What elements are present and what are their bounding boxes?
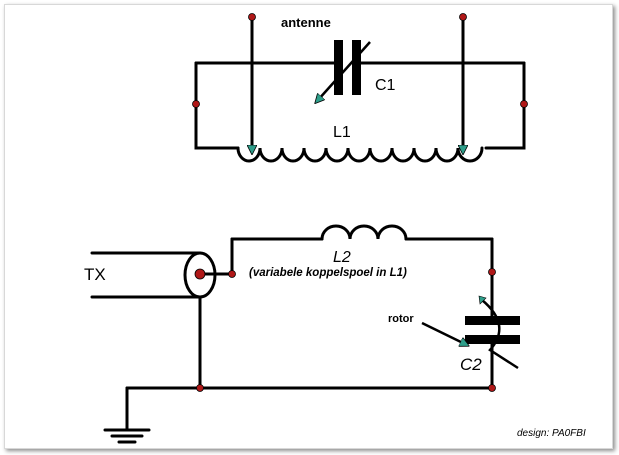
c2-variable-tip — [478, 295, 487, 305]
l2-note-label: (variabele koppelspoel in L1) — [249, 267, 407, 279]
c2-variable-stroke — [481, 299, 519, 370]
antenna-taps — [252, 17, 463, 150]
diagram-frame — [4, 4, 613, 449]
c1-variable-arrow — [318, 41, 371, 100]
l1-label: L1 — [333, 124, 351, 141]
design-credit: design: PA0FBI — [517, 428, 586, 439]
c2-plate-bottom — [465, 335, 520, 344]
tx-label: TX — [84, 265, 106, 284]
node-dot — [228, 270, 236, 278]
c2-plate-top — [465, 316, 520, 325]
c1-plate-right — [352, 40, 361, 95]
node-dot — [459, 13, 467, 21]
l1-coil — [236, 146, 484, 163]
node-dot — [196, 384, 204, 392]
coupling-circuit — [90, 224, 494, 432]
node-dot — [520, 100, 528, 108]
ground-symbol — [103, 428, 151, 444]
tank-right-wire — [484, 61, 526, 150]
coax-center-dot — [194, 268, 206, 280]
node-dot — [488, 384, 496, 392]
tank-left-wire — [194, 61, 240, 150]
rotor-label: rotor — [388, 313, 414, 325]
c2-capacitor — [421, 295, 520, 370]
antenna-tank-circuit — [194, 61, 526, 163]
l2-coil — [320, 224, 408, 241]
node-dot — [248, 13, 256, 21]
node-dot — [192, 100, 200, 108]
c1-label: C1 — [375, 77, 396, 94]
node-dot — [488, 268, 496, 276]
c2-label: C2 — [460, 355, 482, 374]
c1-plate-left — [334, 40, 343, 95]
c1-capacitor — [318, 40, 371, 100]
rotor-arrow — [421, 321, 465, 344]
lower-nodes — [194, 268, 496, 392]
antenne-label: antenne — [281, 15, 331, 30]
l2-label: L2 — [333, 249, 351, 266]
upper-nodes — [192, 13, 528, 108]
